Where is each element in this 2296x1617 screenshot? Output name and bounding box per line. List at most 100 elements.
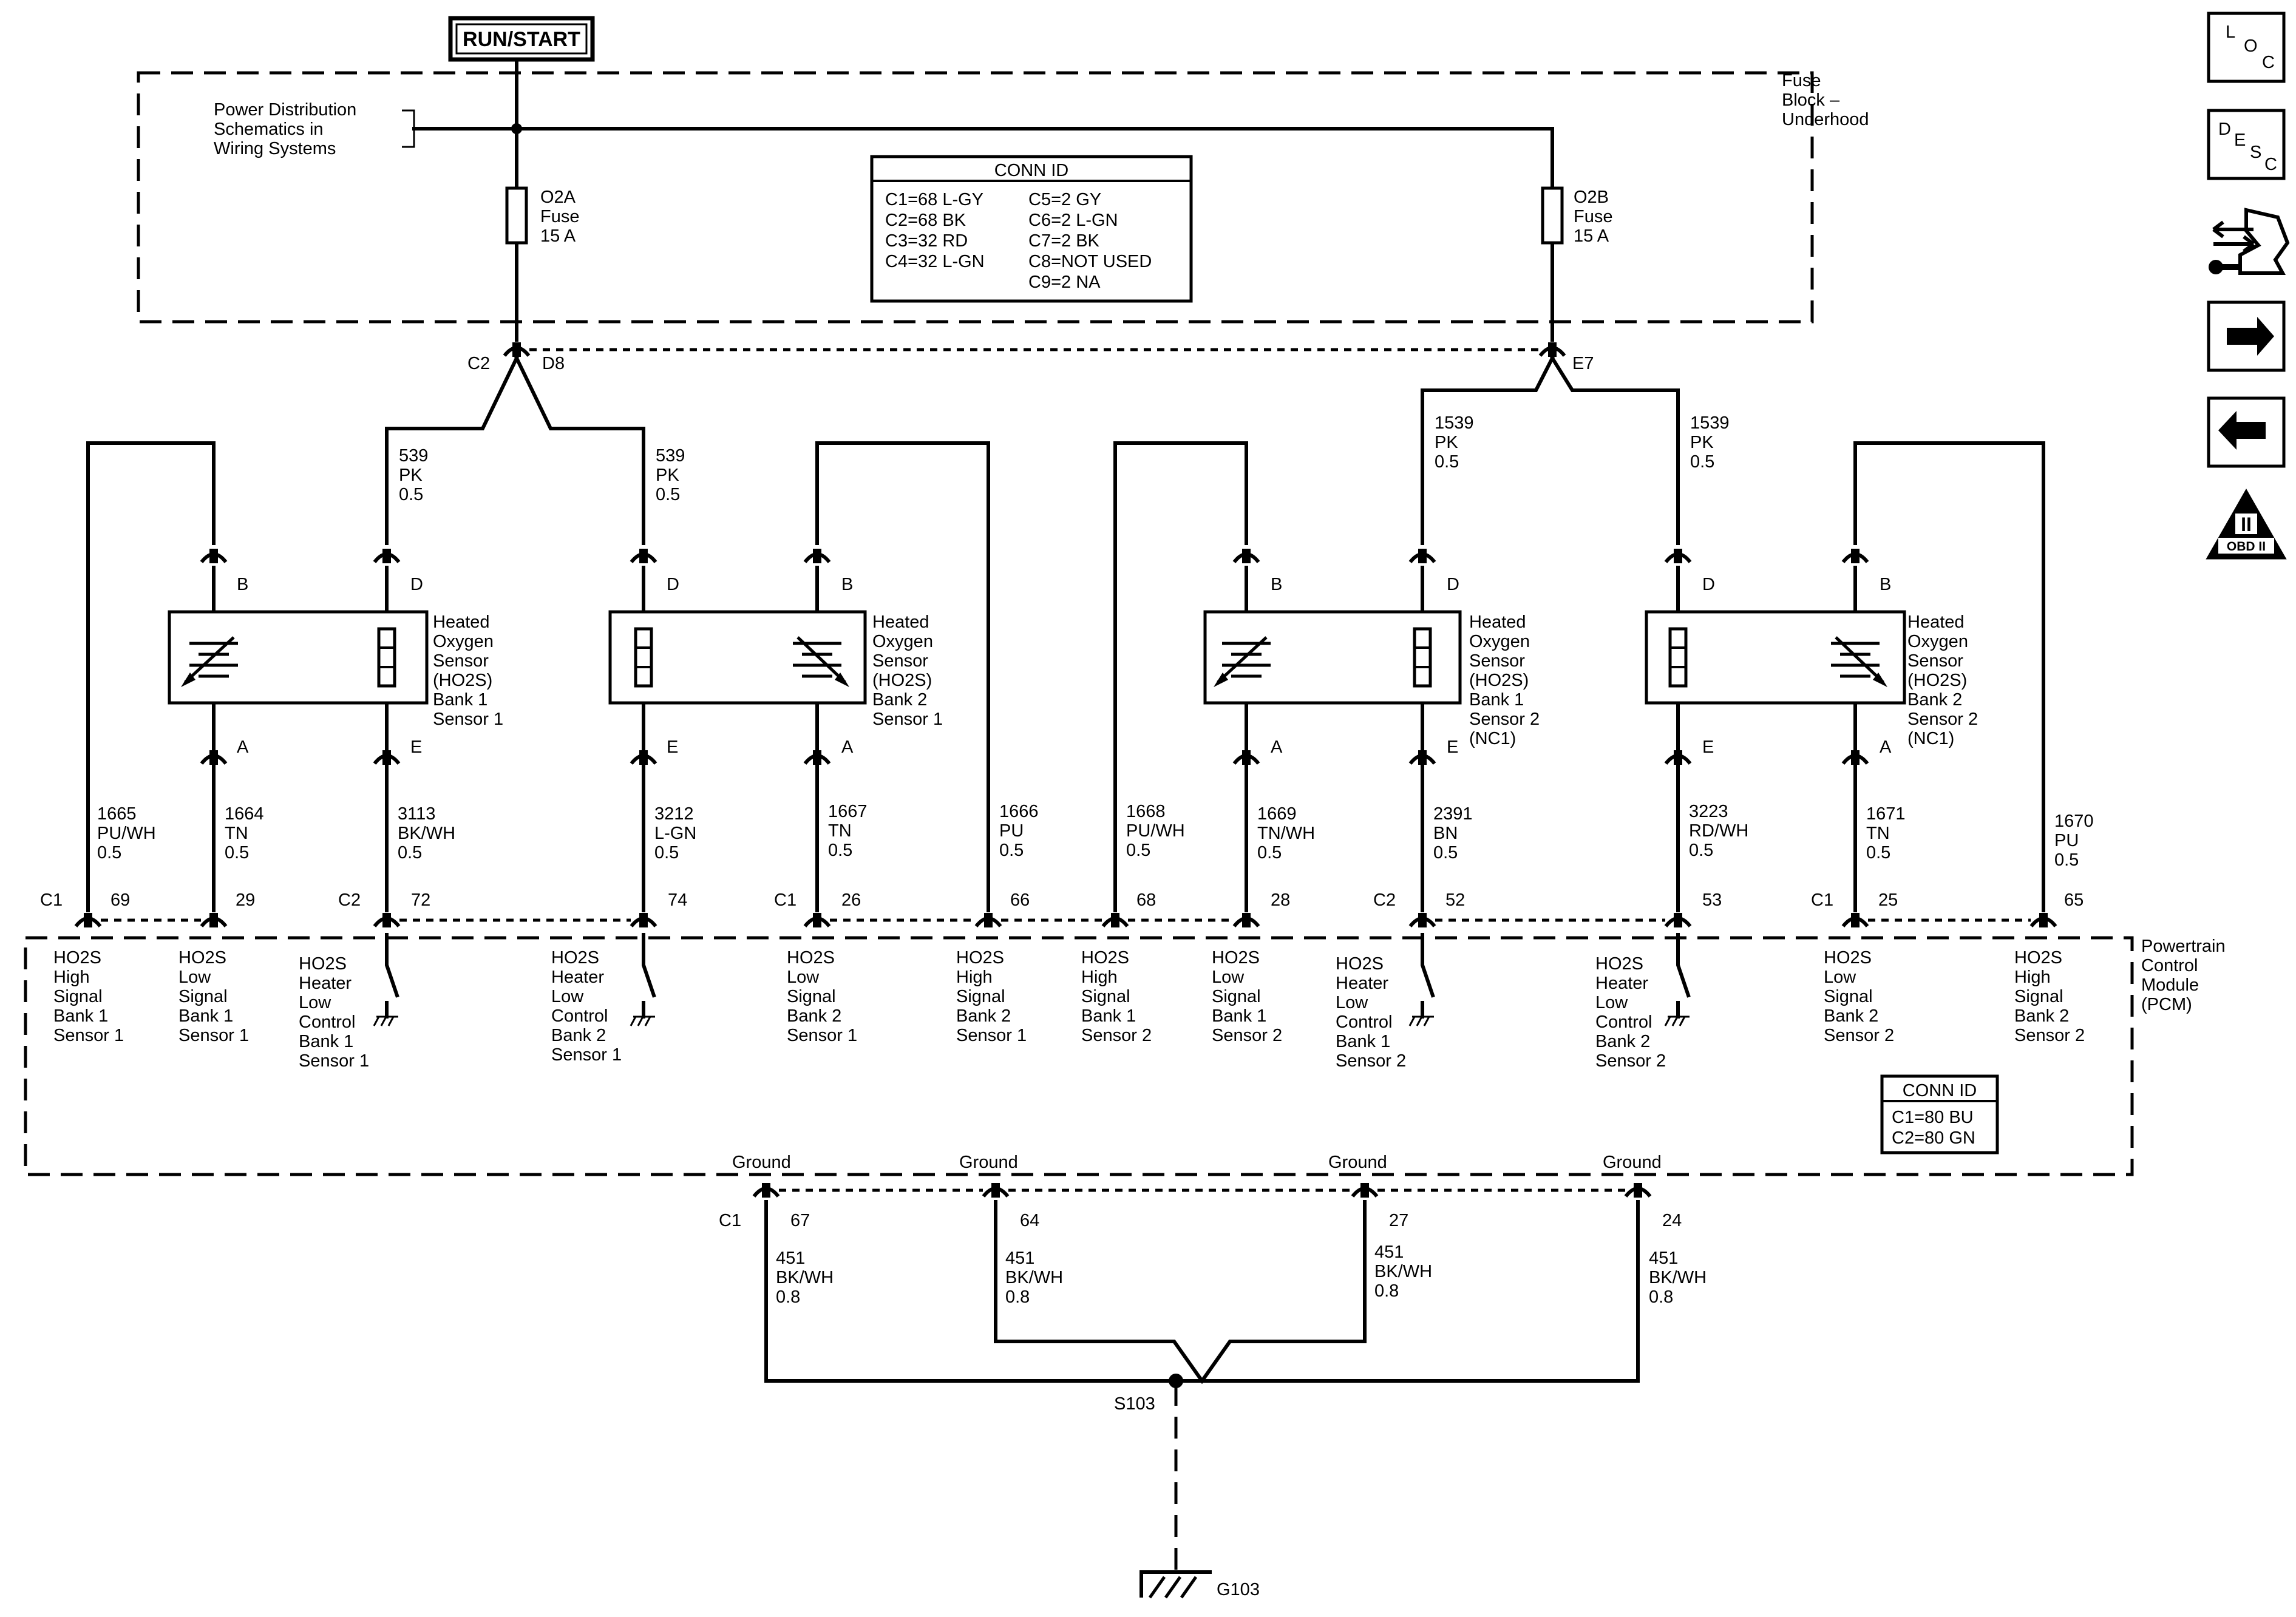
svg-text:PK: PK [656, 466, 679, 485]
svg-text:C5=2 GY: C5=2 GY [1028, 190, 1101, 209]
svg-text:High: High [956, 968, 993, 987]
svg-text:B: B [237, 575, 248, 594]
heater-element-icon [634, 627, 653, 688]
fuse-o2b: O2B Fuse 15 A [1541, 186, 1612, 246]
svg-text:E: E [1447, 737, 1458, 757]
svg-text:(NC1): (NC1) [1907, 729, 1954, 748]
svg-text:Bank 2: Bank 2 [872, 690, 927, 710]
svg-text:Sensor: Sensor [433, 651, 489, 671]
svg-text:Low: Low [1595, 993, 1628, 1012]
svg-text:(HO2S): (HO2S) [1907, 671, 1967, 690]
fuse-block-connector-c2-d8 [504, 342, 529, 357]
location-icon[interactable]: L O C [2207, 12, 2286, 83]
pcm-ground-labels: Ground Ground Ground Ground [732, 1153, 1662, 1172]
pcm-boundary [24, 936, 2134, 1176]
svg-text:O: O [2244, 36, 2258, 56]
svg-text:Sensor 2: Sensor 2 [2014, 1026, 2085, 1045]
svg-text:1667: 1667 [828, 802, 868, 821]
svg-text:Bank 2: Bank 2 [787, 1006, 841, 1026]
svg-text:Sensor 1: Sensor 1 [872, 710, 943, 729]
obd-ii-icon[interactable]: II OBD II [2206, 488, 2287, 560]
svg-text:E: E [410, 737, 422, 757]
sensor-bank1-sensor2: Heated Oxygen Sensor (HO2S) Bank 1 Senso… [1203, 610, 1540, 748]
svg-text:Fuse: Fuse [540, 207, 579, 226]
connector-end-view-icon[interactable] [2209, 208, 2290, 275]
svg-text:CONN ID: CONN ID [994, 161, 1068, 180]
svg-text:29: 29 [236, 890, 255, 910]
svg-text:C: C [2262, 53, 2275, 72]
svg-text:Sensor 1: Sensor 1 [299, 1051, 369, 1071]
svg-text:C: C [2264, 155, 2277, 174]
svg-text:1670: 1670 [2054, 812, 2094, 831]
svg-text:3223: 3223 [1689, 802, 1728, 821]
svg-text:HO2S: HO2S [1595, 954, 1643, 974]
svg-text:HO2S: HO2S [1081, 948, 1129, 968]
svg-text:Bank 1: Bank 1 [1336, 1032, 1390, 1051]
wire-1668-loop [1113, 441, 1248, 912]
svg-text:451: 451 [1005, 1249, 1034, 1268]
svg-text:0.5: 0.5 [398, 843, 422, 863]
svg-text:539: 539 [656, 446, 685, 466]
svg-text:53: 53 [1702, 890, 1722, 910]
svg-text:15 A: 15 A [540, 226, 576, 246]
svg-text:Sensor 1: Sensor 1 [53, 1026, 124, 1045]
svg-text:Heater: Heater [1336, 974, 1388, 993]
ground-point-label: G103 [1217, 1580, 1260, 1599]
next-page-arrow-icon[interactable] [2207, 300, 2286, 372]
svg-text:Sensor: Sensor [872, 651, 928, 671]
svg-text:1666: 1666 [999, 802, 1039, 821]
oxygen-sensing-element-icon [181, 636, 238, 687]
svg-text:0.8: 0.8 [1649, 1287, 1673, 1307]
svg-text:PU: PU [999, 821, 1024, 841]
svg-text:PK: PK [1690, 433, 1714, 452]
svg-text:0.5: 0.5 [656, 485, 680, 504]
svg-text:HO2S: HO2S [178, 948, 226, 968]
svg-text:Module: Module [2141, 975, 2199, 995]
svg-text:A: A [237, 737, 249, 757]
fuse-block-connector-e7 [1540, 342, 1564, 357]
description-icon[interactable]: D E S C [2207, 109, 2286, 180]
svg-text:C2=68 BK: C2=68 BK [885, 211, 966, 230]
svg-text:Control: Control [2141, 956, 2198, 975]
svg-text:L-GN: L-GN [654, 824, 696, 843]
fuse-block-boundary [137, 71, 1814, 324]
svg-text:C2: C2 [1373, 890, 1396, 910]
heater-element-icon [377, 627, 396, 688]
svg-text:Fuse: Fuse [1782, 71, 1821, 90]
svg-text:Sensor 2: Sensor 2 [1595, 1051, 1666, 1071]
ground-wire-labels: 451 BK/WH 0.8 451 BK/WH 0.8 451 BK/WH 0.… [776, 1242, 1707, 1307]
svg-text:Oxygen: Oxygen [872, 632, 933, 651]
svg-text:Bank 1: Bank 1 [178, 1006, 233, 1026]
svg-text:TN: TN [828, 821, 852, 841]
svg-text:B: B [841, 575, 853, 594]
svg-text:72: 72 [411, 890, 430, 910]
connector-c2-label: C2 [467, 354, 490, 373]
svg-text:C2: C2 [338, 890, 361, 910]
svg-text:O2B: O2B [1574, 188, 1609, 207]
svg-text:Low: Low [1824, 968, 1856, 987]
ground-wires [764, 1200, 1640, 1571]
svg-text:C7=2 BK: C7=2 BK [1028, 231, 1100, 251]
svg-text:Low: Low [787, 968, 820, 987]
svg-text:(NC1): (NC1) [1469, 729, 1516, 748]
svg-text:Oxygen: Oxygen [1469, 632, 1530, 651]
previous-page-arrow-icon[interactable] [2207, 396, 2286, 468]
svg-text:74: 74 [668, 890, 687, 910]
feed-wire-1539-b2s2 [1549, 355, 1680, 545]
svg-text:1669: 1669 [1257, 804, 1297, 824]
svg-text:1668: 1668 [1126, 802, 1166, 821]
svg-text:(PCM): (PCM) [2141, 995, 2192, 1014]
oxygen-sensing-element-icon [1214, 636, 1271, 687]
svg-text:Control: Control [299, 1012, 356, 1032]
svg-text:1665: 1665 [97, 804, 137, 824]
svg-text:HO2S: HO2S [787, 948, 835, 968]
feed-wire-labels: 539 PK 0.5 539 PK 0.5 1539 PK 0.5 1539 P… [399, 413, 1730, 504]
svg-text:Wiring Systems: Wiring Systems [214, 139, 336, 158]
svg-text:65: 65 [2064, 890, 2084, 910]
svg-text:BK/WH: BK/WH [776, 1268, 834, 1287]
oxygen-sensing-element-icon [793, 636, 849, 687]
run-start-power-source: RUN/START [448, 16, 595, 62]
svg-text:D: D [1447, 575, 1459, 594]
svg-text:Fuse: Fuse [1574, 207, 1612, 226]
